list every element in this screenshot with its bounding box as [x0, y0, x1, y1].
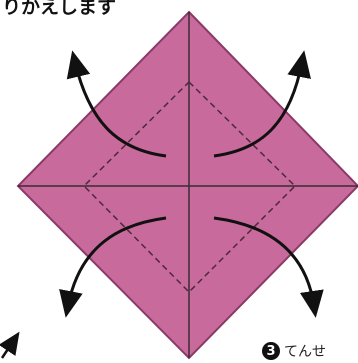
- step-number-badge: 3: [262, 342, 280, 360]
- step-label: 3 てんせ: [262, 341, 326, 361]
- corner-arrow-icon: [2, 340, 14, 358]
- step-text: てんせ: [284, 341, 326, 361]
